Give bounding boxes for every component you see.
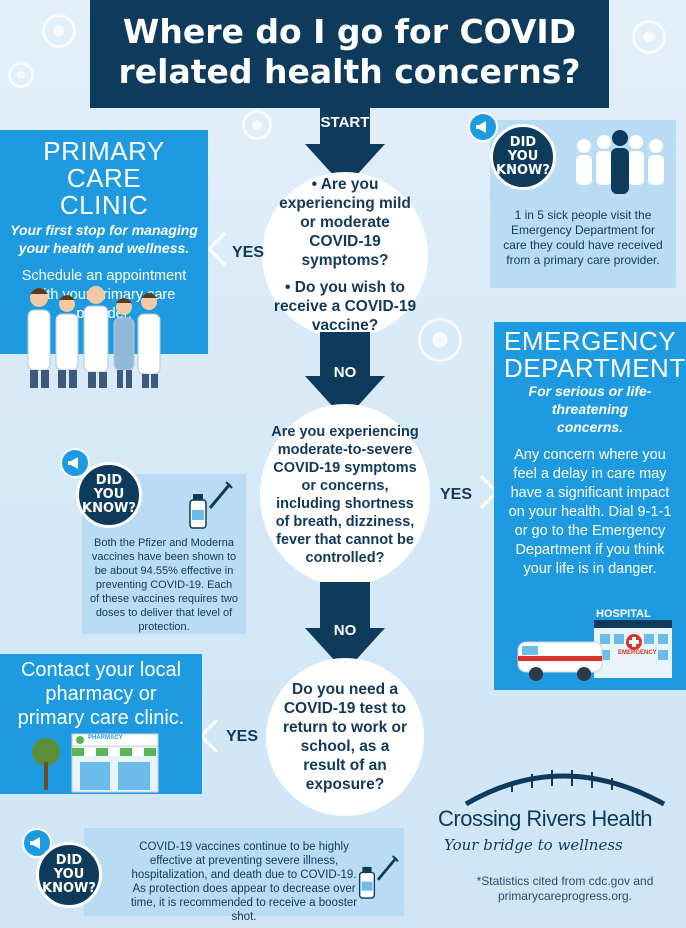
- brand-tagline: Your bridge to wellness: [444, 836, 623, 854]
- ambulance-label: EMERGENCY: [618, 650, 657, 656]
- did-you-know-badge-2: DID YOU KNOW?: [76, 462, 142, 528]
- emergency-panel: EMERGENCY DEPARTMENT For serious or life…: [494, 322, 686, 690]
- question-3-circle: Do you need a COVID-19 test to return to…: [266, 658, 424, 816]
- hospital-ambulance-icon: [517, 620, 672, 681]
- brand-name: Crossing Rivers Health: [438, 806, 652, 831]
- no-label-2: NO: [333, 622, 357, 639]
- did-you-know-fact-2: Both the Pfizer and Moderna vaccines hav…: [90, 537, 238, 633]
- did-you-know-fact-1: 1 in 5 sick people visit the Emergency D…: [503, 208, 663, 267]
- badge-line-1: DID YOU: [53, 853, 85, 882]
- pharmacy-sign: PHARMACY: [88, 735, 123, 741]
- yes-label-left-1: YES: [232, 244, 265, 261]
- badge-line-2: KNOW?: [42, 881, 96, 896]
- virus-decoration-icon: [242, 110, 272, 140]
- doctors-illustration-icon: [27, 286, 161, 388]
- emergency-body: Any concern where you feel a delay in ca…: [508, 447, 672, 577]
- primary-care-subtitle: Your first stop for managing your health…: [10, 222, 198, 256]
- page-title: Where do I go for COVID related health c…: [90, 0, 609, 108]
- title-line-1: Where do I go for COVID: [122, 12, 577, 51]
- did-you-know-badge-1: DID YOU KNOW?: [490, 124, 556, 190]
- title-line-2: related health concerns?: [118, 52, 581, 91]
- question-1-bullet-a: • Are you experiencing mild or moderate …: [279, 176, 411, 269]
- bridge-logo-icon: [464, 770, 666, 807]
- did-you-know-badge-3: DID YOU KNOW?: [36, 842, 102, 908]
- badge-line-1: DID YOU: [507, 135, 539, 164]
- question-2-circle: Are you experiencing moderate-to-severe …: [260, 404, 430, 586]
- start-label: START: [320, 114, 370, 131]
- no-label-1: NO: [333, 364, 357, 381]
- did-you-know-fact-3: COVID-19 vaccines continue to be highly …: [130, 841, 358, 923]
- vaccine-syringe-icon: [189, 481, 233, 529]
- statistics-footnote: *Statistics cited from cdc.gov and prima…: [476, 874, 654, 903]
- question-1-bullet-b: • Do you wish to receive a COVID-19 vacc…: [273, 279, 417, 334]
- primary-care-title-1: PRIMARY CARE: [43, 136, 165, 193]
- emergency-title-2: DEPARTMENT: [504, 353, 686, 383]
- vaccine-syringe-icon: [358, 855, 399, 899]
- question-1-circle: • Are you experiencing mild or moderate …: [262, 172, 428, 338]
- megaphone-icon: [468, 112, 498, 142]
- badge-line-2: KNOW?: [82, 501, 136, 516]
- primary-care-title-2: CLINIC: [59, 190, 149, 220]
- pharmacy-store-icon: [32, 733, 159, 793]
- emergency-subtitle: For serious or life-threatening concerns…: [528, 383, 652, 435]
- question-2-text: Are you experiencing moderate-to-severe …: [271, 424, 419, 566]
- virus-decoration-icon: [42, 14, 76, 48]
- virus-decoration-icon: [8, 62, 34, 88]
- virus-decoration-icon: [418, 318, 462, 362]
- did-you-know-box-3: COVID-19 vaccines continue to be highly …: [84, 828, 404, 923]
- yes-label-right: YES: [440, 486, 473, 503]
- people-group-icon: [576, 130, 664, 194]
- hospital-sign: HOSPITAL: [596, 608, 651, 620]
- emergency-title-1: EMERGENCY: [504, 326, 677, 356]
- badge-line-1: DID YOU: [93, 473, 125, 502]
- yes-label-left-2: YES: [226, 728, 259, 745]
- question-3-text: Do you need a COVID-19 test to return to…: [282, 681, 407, 793]
- badge-line-2: KNOW?: [496, 163, 550, 178]
- virus-decoration-icon: [632, 20, 666, 54]
- pharmacy-title: Contact your local pharmacy or primary c…: [17, 659, 185, 729]
